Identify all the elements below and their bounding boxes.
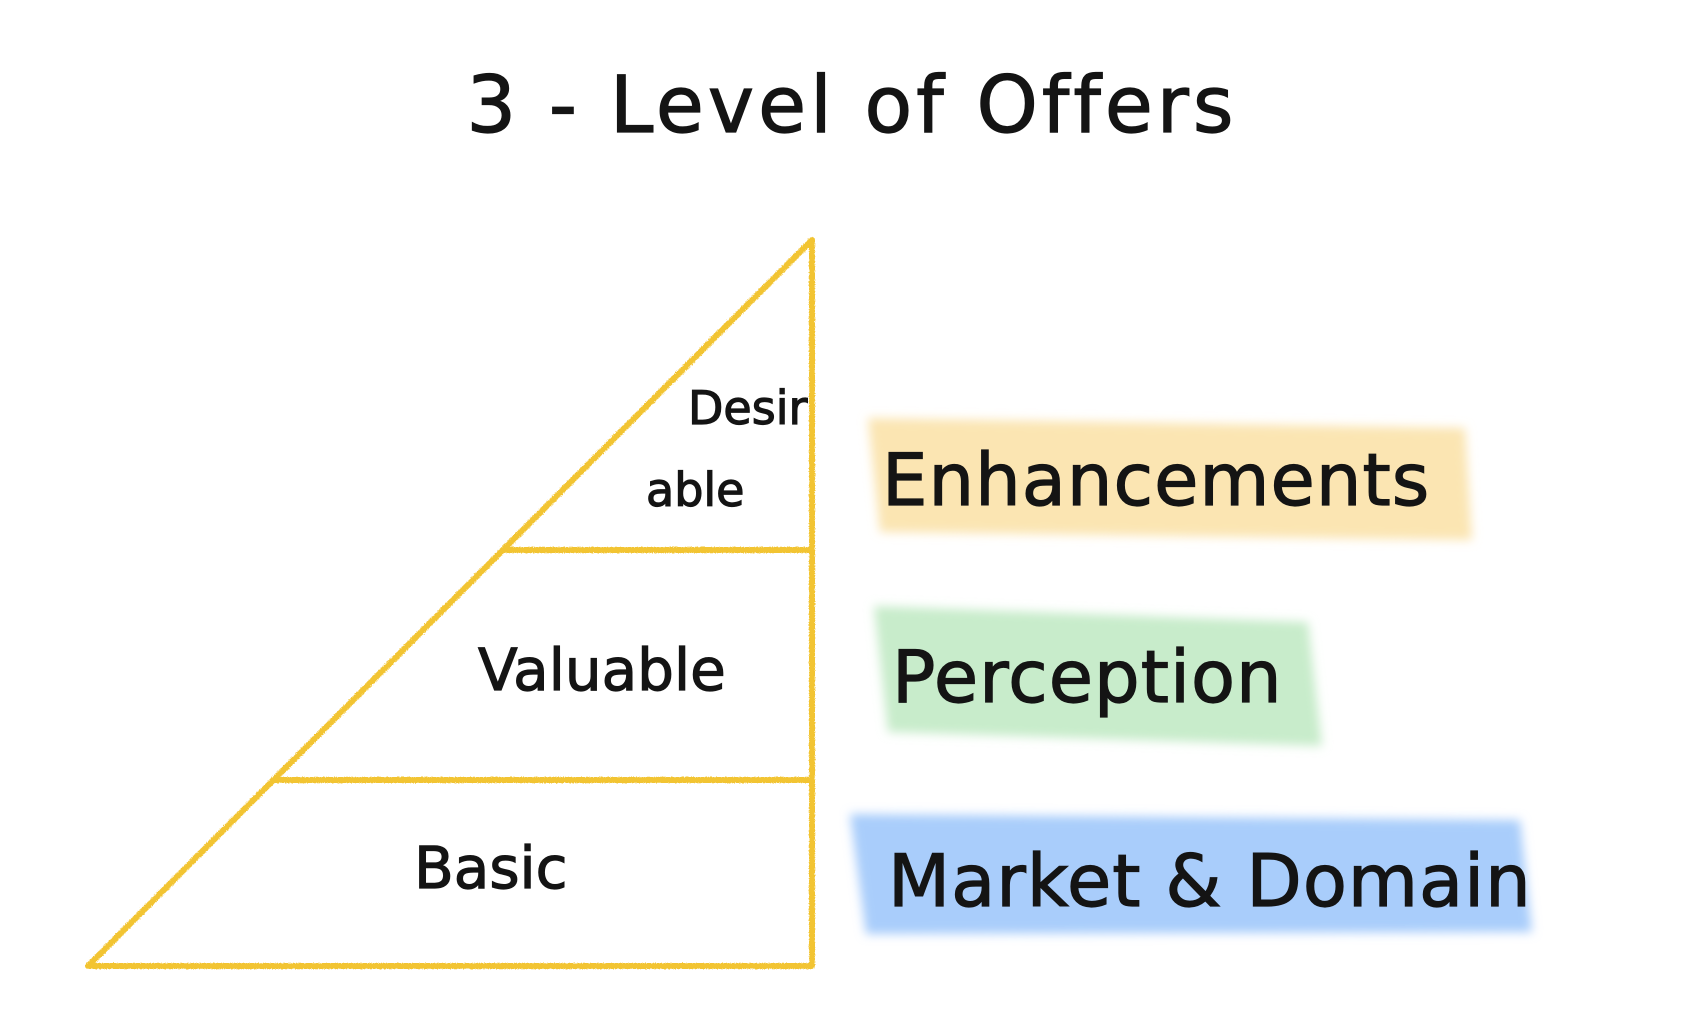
pyramid-triangle <box>85 237 815 969</box>
market-domain-highlight <box>850 814 1532 934</box>
category-perception: Perception <box>892 635 1283 719</box>
perception-highlight <box>874 606 1322 746</box>
diagram-title: 3 - Level of Offers <box>466 61 1237 151</box>
tier-basic: Basic <box>414 834 568 902</box>
enhancements-highlight <box>868 418 1472 540</box>
tier-valuable: Valuable <box>478 636 726 704</box>
category-market-domain: Market & Domain <box>888 839 1532 923</box>
pyramid-outline <box>85 237 815 969</box>
tier-desirable: Desir able <box>645 380 808 517</box>
category-enhancements: Enhancements <box>882 438 1430 522</box>
tier-desirable-line2: able <box>646 463 744 517</box>
tier-desirable-line1: Desir <box>688 381 807 435</box>
